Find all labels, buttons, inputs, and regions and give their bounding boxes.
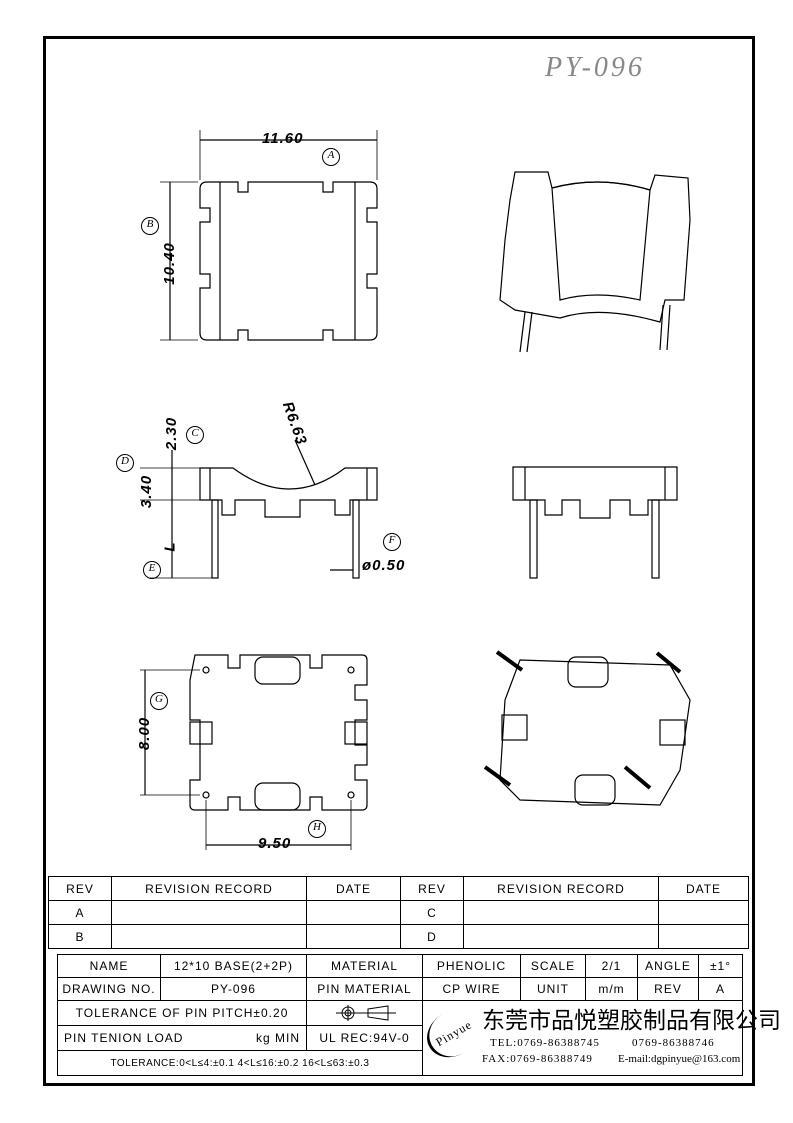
pin-tension-unit: kg MIN [255, 1031, 300, 1045]
revision-record-header: REVISION RECORD [111, 876, 307, 901]
rev-d-record [463, 924, 659, 949]
projection-symbol-icon [335, 1005, 396, 1021]
dim-width: 11.60 [262, 130, 304, 147]
callout-c: C [186, 426, 204, 444]
dim-pin-pitch-x: 9.50 [258, 835, 292, 852]
top-view [160, 130, 378, 341]
bottom-view [140, 654, 368, 850]
rev-a-record [111, 900, 307, 925]
projection-symbol [306, 1000, 423, 1026]
company-tel: TEL:0769-86388745 [490, 1037, 600, 1049]
scale-value: 2/1 [585, 954, 638, 978]
rev-label: REV [637, 977, 699, 1001]
rev-c: C [400, 900, 464, 925]
rev-b-record [111, 924, 307, 949]
date-header: DATE [306, 876, 401, 901]
callout-g: G [150, 692, 168, 710]
rev-a-date [306, 900, 401, 925]
angle-value: ±1° [698, 954, 743, 978]
pin-tension-row: PIN TENION LOAD kg MIN [57, 1025, 307, 1051]
pin-material-value: CP WIRE [422, 977, 521, 1001]
scale-label: SCALE [520, 954, 586, 978]
rev-c-record [463, 900, 659, 925]
dim-pin-length: L [161, 541, 179, 552]
name-value: 12*10 BASE(2+2P) [160, 954, 307, 978]
dim-depth-top: 2.30 [163, 416, 181, 451]
callout-a: A [322, 148, 340, 166]
pin-material-label: PIN MATERIAL [306, 977, 423, 1001]
company-name: 东莞市品悦塑胶制品有限公司 [482, 1008, 781, 1034]
sheet-border [43, 36, 755, 1086]
rev-value: A [698, 977, 743, 1001]
side-view [140, 439, 378, 579]
rev-c-date [658, 900, 749, 925]
callout-b: B [141, 217, 159, 235]
drawing-no-value: PY-096 [160, 977, 307, 1001]
callout-h: H [308, 820, 326, 838]
dim-height: 10.40 [160, 242, 178, 285]
name-label: NAME [57, 954, 161, 978]
rev-d: D [400, 924, 464, 949]
dim-body-height: 3.40 [138, 474, 156, 509]
company-block [422, 1000, 743, 1076]
unit-label: UNIT [520, 977, 586, 1001]
pin-tension-label: PIN TENION LOAD [64, 1031, 184, 1045]
callout-f: F [383, 533, 401, 551]
rev-header: REV [48, 876, 112, 901]
unit-value: m/m [585, 977, 638, 1001]
company-email: E-mail:dgpinyue@163.com [618, 1053, 741, 1065]
callout-d: D [116, 454, 134, 472]
end-view [512, 466, 678, 579]
material-label: MATERIAL [306, 954, 423, 978]
general-tolerance: TOLERANCE:0<L≤4:±0.1 4<L≤16:±0.2 16<L≤63… [57, 1050, 423, 1076]
rev-header-2: REV [400, 876, 464, 901]
isometric-view-bottom [483, 650, 691, 806]
dim-pin-pitch-y: 8.00 [136, 716, 154, 751]
drawing-title: PY-096 [545, 52, 645, 83]
technical-drawing [140, 130, 691, 850]
pin-pitch-tolerance: TOLERANCE OF PIN PITCH±0.20 [57, 1000, 307, 1026]
date-header-2: DATE [658, 876, 749, 901]
revision-record-header-2: REVISION RECORD [463, 876, 659, 901]
drawing-no-label: DRAWING NO. [57, 977, 161, 1001]
dim-pin-diameter: ø0.50 [362, 557, 406, 574]
rev-d-date [658, 924, 749, 949]
material-value: PHENOLIC [422, 954, 521, 978]
isometric-view-top [499, 171, 691, 353]
rev-b: B [48, 924, 112, 949]
ul-rec: UL REC:94V-0 [306, 1025, 423, 1051]
callout-e: E [143, 561, 161, 579]
company-fax: FAX:0769-86388749 [482, 1053, 593, 1065]
rev-a: A [48, 900, 112, 925]
logo-text: Pinyue [433, 1017, 475, 1050]
company-tel-2: 0769-86388746 [632, 1037, 715, 1049]
rev-b-date [306, 924, 401, 949]
angle-label: ANGLE [637, 954, 699, 978]
